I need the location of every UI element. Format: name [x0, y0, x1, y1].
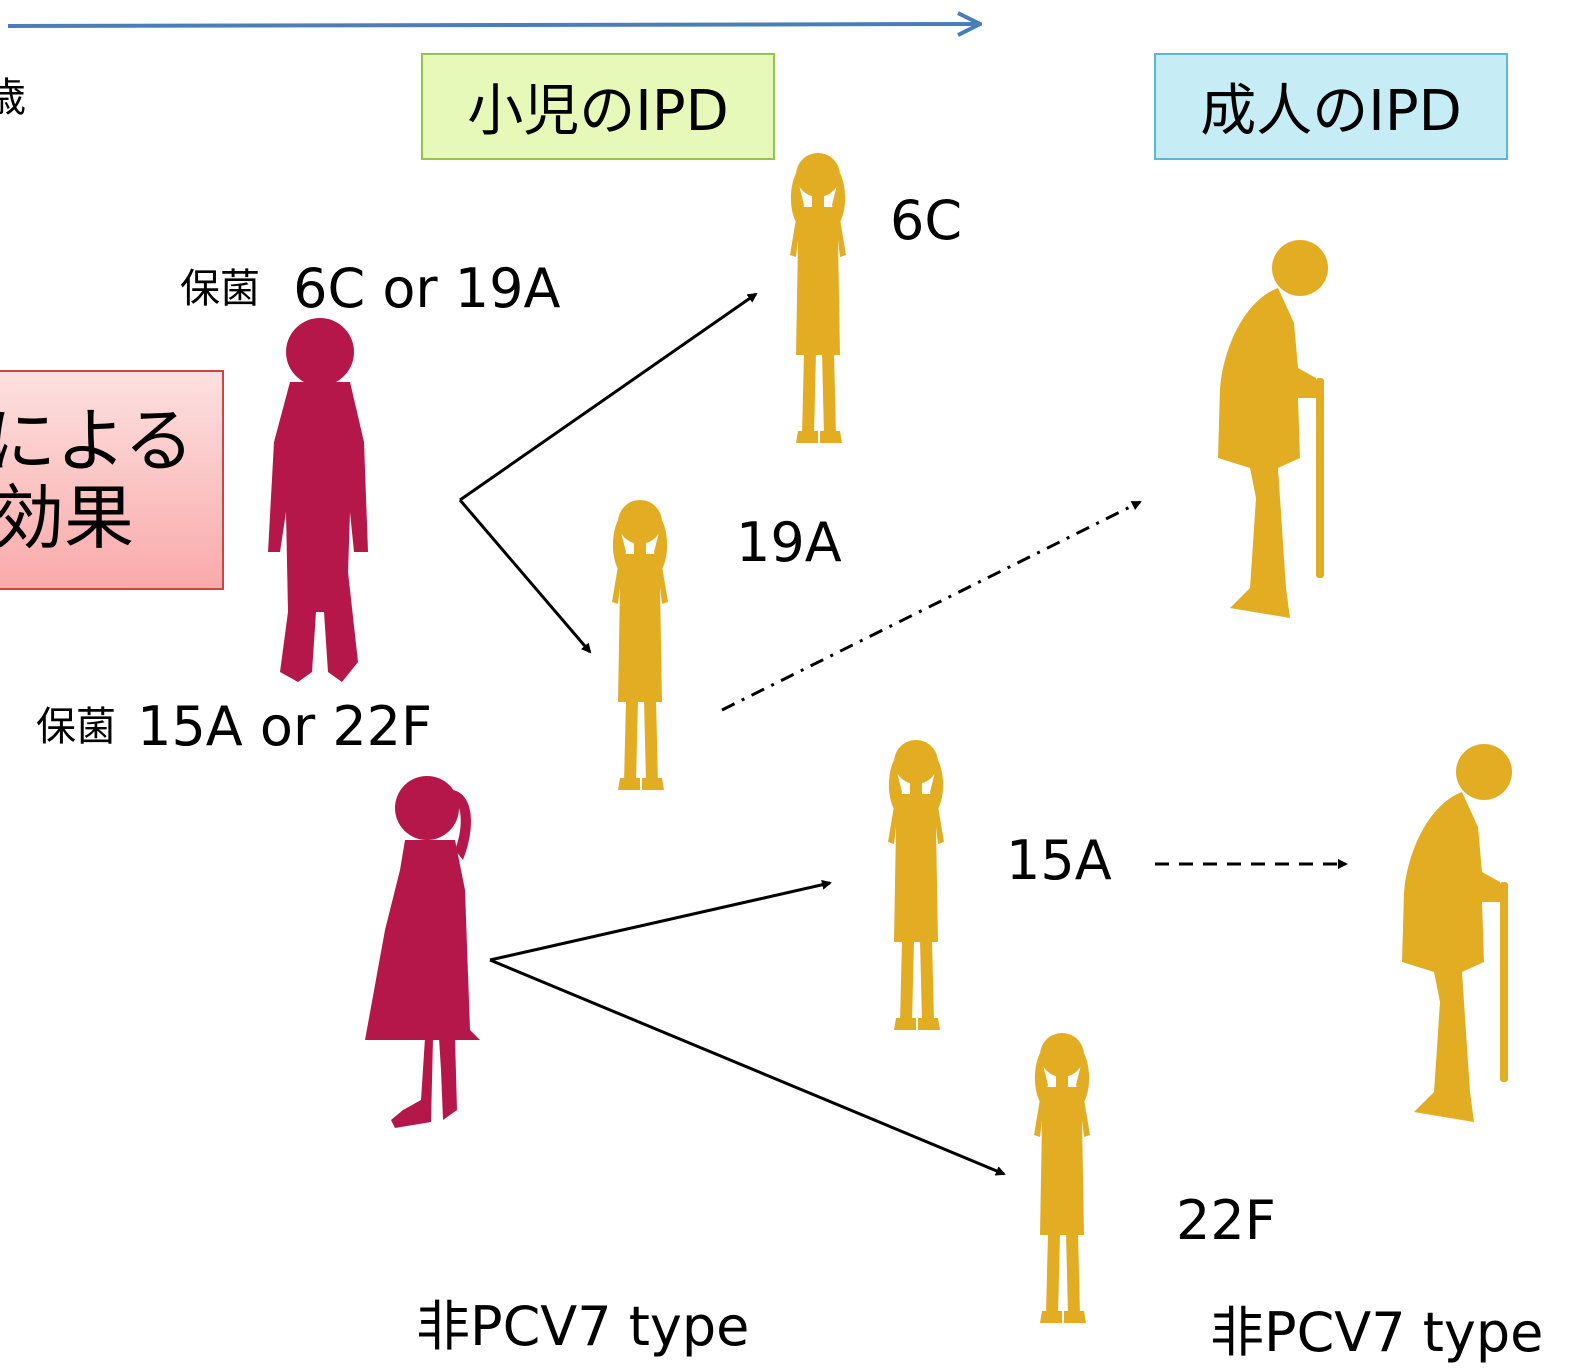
vaccine-effect-box: による 効果	[0, 370, 224, 590]
arrow-to-22f	[489, 958, 1006, 1176]
carrier-top-label: 保菌 6C or 19A	[180, 262, 560, 316]
carrier-girl	[365, 776, 480, 1128]
carrier-top-prefix: 保菌	[180, 266, 260, 312]
ipd-child-19a	[612, 500, 668, 790]
carrier-bottom-types: 15A or 22F	[137, 695, 433, 758]
carrier-bottom-prefix: 保菌	[36, 704, 116, 750]
carrier-bottom-label: 保菌 15A or 22F	[36, 700, 432, 754]
adult-ipd-box: 成人のIPD	[1154, 53, 1508, 160]
non-pcv7-left: 非PCV7 type	[416, 1295, 750, 1358]
serotype-19a: 19A	[736, 511, 842, 574]
child-ipd-label: 小児のIPD	[467, 79, 729, 144]
timeline-arrow	[7, 24, 980, 26]
ipd-child-22f	[1034, 1033, 1090, 1323]
serotype-15a: 15A	[1006, 829, 1112, 892]
arrow-to-6c	[459, 292, 758, 502]
arrow-to-19a	[458, 499, 592, 654]
serotype-6c: 6C	[890, 189, 963, 252]
serotype-22f: 22F	[1176, 1189, 1276, 1252]
header-partial-text: 歳	[0, 75, 26, 121]
arrow-to-15a	[489, 879, 832, 962]
vaccine-effect-line2: 効果	[0, 477, 134, 559]
ipd-child-15a	[888, 740, 944, 1030]
carrier-boy	[268, 318, 368, 682]
ipd-child-6c	[790, 153, 846, 443]
carrier-top-types: 6C or 19A	[293, 257, 561, 320]
ipd-adult-bottom	[1402, 744, 1512, 1122]
adult-ipd-label: 成人のIPD	[1200, 79, 1462, 144]
child-ipd-box: 小児のIPD	[421, 53, 775, 160]
non-pcv7-right: 非PCV7 type	[1210, 1301, 1544, 1364]
vaccine-effect-line1: による	[0, 400, 194, 482]
arrow-19a-to-adult	[721, 500, 1142, 712]
ipd-adult-top	[1218, 240, 1328, 618]
